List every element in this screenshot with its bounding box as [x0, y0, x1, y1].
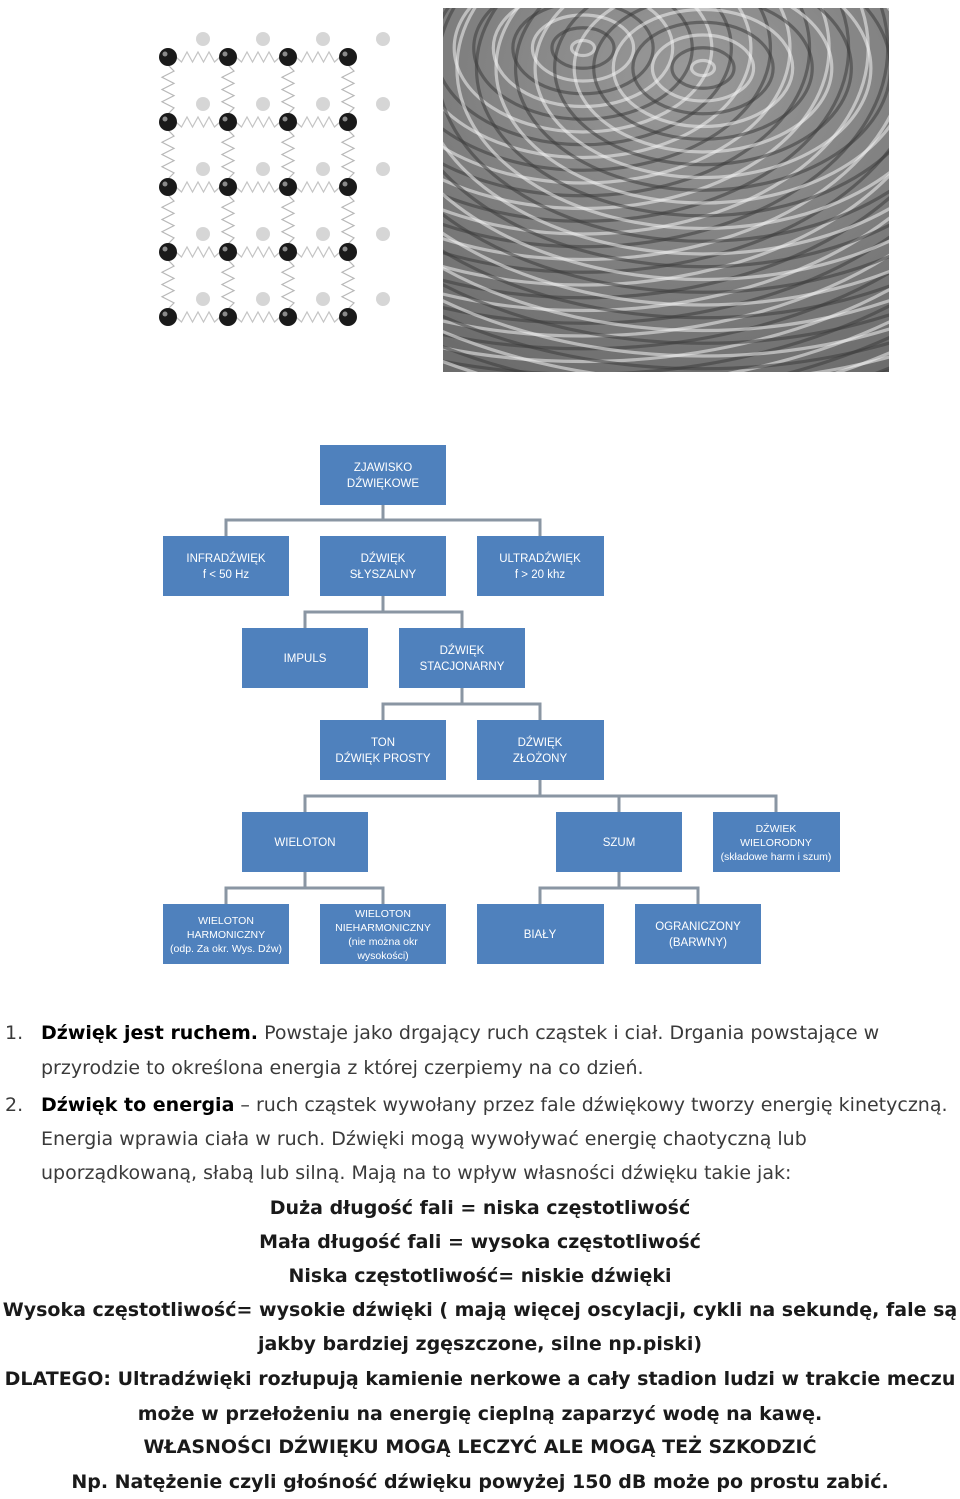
list-item-line: uporządkowaną, słabą lub silną. Mają na … — [41, 1162, 792, 1184]
bold-phrase: Dźwięk to energia — [41, 1094, 235, 1116]
connectors — [224, 505, 778, 904]
box-harmonic-multitone — [163, 904, 289, 964]
box-complex-sound — [477, 720, 604, 780]
box-simple-tone — [320, 720, 446, 780]
box-inharmonic-multitone — [320, 904, 446, 964]
centered-line: WŁASNOŚCI DŹWIĘKU MOGĄ LECZYĆ ALE MOGĄ T… — [143, 1436, 817, 1458]
box-impulse — [242, 628, 368, 688]
box-infrasound — [163, 536, 289, 596]
centered-line: jakby bardziej zgęszczone, silne np.pisk… — [257, 1333, 703, 1355]
centered-line: Wysoka częstotliwość= wysokie dźwięki ( … — [2, 1299, 958, 1321]
box-limited-noise — [635, 904, 761, 964]
box-mixed-sound — [713, 812, 840, 872]
box-text: IMPULS — [284, 653, 327, 665]
box-text: OGRANICZONY(BARWNY) — [655, 921, 741, 949]
centered-line: Duża długość fali = niska częstotliwość — [269, 1197, 691, 1219]
centered-line: Niska częstotliwość= niskie dźwięki — [288, 1265, 672, 1287]
list-item-line: Dźwięk to energia – ruch cząstek wywołan… — [41, 1094, 948, 1116]
box-noise — [556, 812, 682, 872]
box-sound-phenomenon — [320, 445, 446, 505]
centered-line: Mała długość fali = wysoka częstotliwość — [259, 1231, 701, 1253]
box-stationary-sound — [399, 628, 525, 688]
list-item-line: Dźwięk jest ruchem. Powstaje jako drgają… — [41, 1022, 879, 1044]
text-segment: – ruch cząstek wywołany przez fale dźwię… — [234, 1094, 948, 1116]
list-number: 1. — [5, 1022, 24, 1044]
box-text: WIELOTON — [274, 837, 335, 849]
centered-line: Np. Natężenie czyli głośność dźwięku pow… — [71, 1471, 889, 1493]
centered-line: DLATEGO: Ultradźwięki rozłupują kamienie… — [4, 1368, 956, 1390]
box-text: SZUM — [603, 837, 636, 849]
bold-phrase: Dźwięk jest ruchem. — [41, 1022, 259, 1044]
water-ripple-image — [443, 8, 889, 372]
box-multitone — [242, 812, 368, 872]
list-item-line: przyrodzie to określona energia z której… — [41, 1057, 644, 1079]
box-ultrasound — [477, 536, 604, 596]
list-item-line: Energia wprawia ciała w ruch. Dźwięki mo… — [41, 1128, 807, 1150]
text-segment: Powstaje jako drgający ruch cząstek i ci… — [258, 1022, 880, 1044]
centered-line: może w przełożeniu na energię cieplną za… — [137, 1403, 823, 1425]
particle-lattice-image — [159, 32, 390, 326]
box-text: BIAŁY — [524, 929, 557, 941]
box-white-noise — [477, 904, 604, 964]
box-audible-sound — [320, 536, 446, 596]
list-number: 2. — [5, 1094, 24, 1116]
